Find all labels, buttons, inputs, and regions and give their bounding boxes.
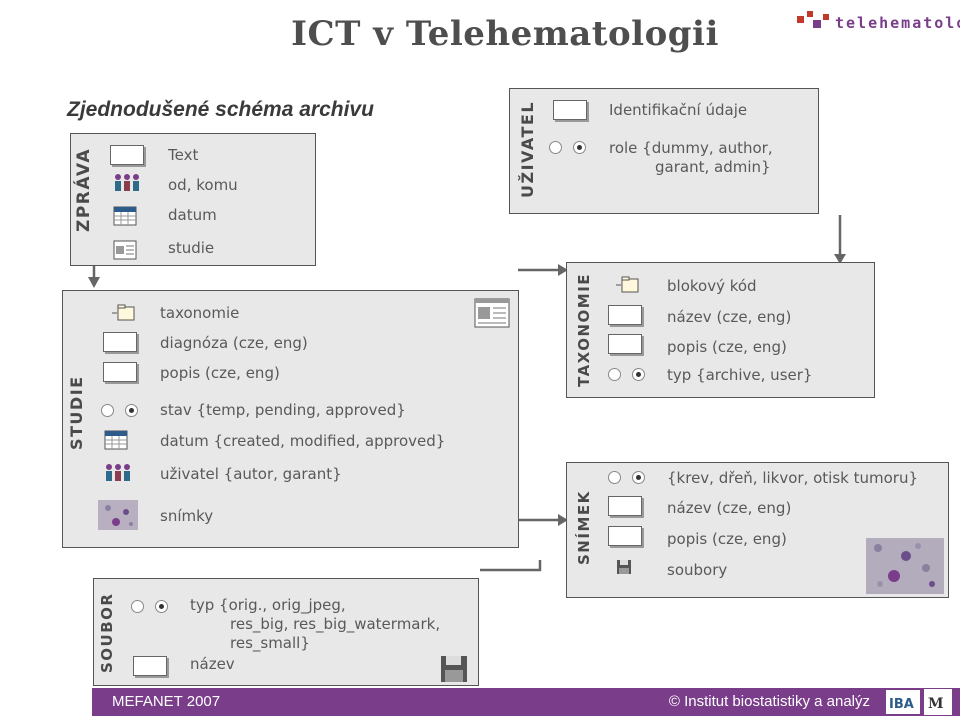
calendar-icon [113, 206, 137, 226]
taxonomie-label: TAXONOMIE [575, 272, 593, 388]
uzivatel-field-role: role {dummy, author, [609, 139, 773, 157]
nazev-field-icon [608, 496, 642, 516]
zprava-field-studie: studie [168, 239, 215, 257]
telehematologie-logo: telehematologie [795, 6, 960, 36]
uzivatel-label: UŽIVATEL [518, 100, 537, 198]
zprava-field-text: Text [168, 146, 199, 164]
snimek-field-soubory: soubory [667, 561, 728, 579]
studie-field-diagnoza: diagnóza (cze, eng) [160, 334, 308, 352]
document-large-icon [474, 298, 510, 328]
snimek-label: SNÍMEK [575, 490, 593, 565]
folder-icon [616, 276, 639, 293]
radio-icon [608, 368, 621, 381]
studie-field-uzivatel: uživatel {autor, garant} [160, 465, 342, 483]
floppy-disk-icon [441, 656, 467, 682]
radio-icon [549, 141, 562, 154]
svg-text:IBA: IBA [889, 697, 914, 712]
nazev-field-icon [608, 305, 642, 325]
footer-left-text: MEFANET 2007 [112, 693, 221, 710]
users-icon [106, 464, 130, 481]
radio-icon [101, 404, 114, 417]
popis-field-icon [103, 362, 137, 382]
identifikace-field-icon [553, 100, 587, 120]
diagnoza-field-icon [103, 332, 137, 352]
studie-field-snimky: snímky [160, 507, 214, 525]
radio-selected-icon [125, 404, 138, 417]
logo-text: telehematologie [835, 14, 960, 32]
uzivatel-field-identifikace: Identifikační údaje [609, 101, 748, 119]
taxonomie-field-kod: blokový kód [667, 277, 757, 295]
radio-selected-icon [573, 141, 586, 154]
footer-bar: MEFANET 2007 © Institut biostatistiky a … [92, 688, 960, 716]
zprava-field-datum: datum [168, 206, 217, 224]
nazev-field-icon [133, 656, 167, 676]
zprava-field-od-komu: od, komu [168, 176, 238, 194]
radio-selected-icon [632, 368, 645, 381]
studie-field-stav: stav {temp, pending, approved} [160, 401, 406, 419]
svg-text:M: M [928, 696, 944, 712]
radio-icon [608, 471, 621, 484]
soubor-field-typ-cont-2: res_small} [230, 634, 310, 652]
zprava-label: ZPRÁVA [74, 147, 94, 233]
uzivatel-field-role-cont: garant, admin} [655, 158, 771, 176]
snimek-field-nazev: název (cze, eng) [667, 499, 792, 517]
footer-right-text: © Institut biostatistiky a analýz [668, 693, 870, 710]
snimek-field-popis: popis (cze, eng) [667, 530, 787, 548]
iba-logo-icon: IBA [886, 690, 920, 714]
soubor-field-typ-cont-1: res_big, res_big_watermark, [230, 615, 441, 633]
microscope-image-icon [866, 538, 944, 594]
taxonomie-field-popis: popis (cze, eng) [667, 338, 787, 356]
microscope-image-icon [98, 500, 138, 530]
studie-field-datum: datum {created, modified, approved} [160, 432, 446, 450]
studie-field-taxonomie: taxonomie [160, 304, 240, 322]
popis-field-icon [608, 526, 642, 546]
radio-selected-icon [155, 600, 168, 613]
document-icon [113, 240, 137, 260]
popis-field-icon [608, 334, 642, 354]
soubor-label: SOUBOR [98, 592, 116, 673]
studie-box [62, 290, 519, 548]
schema-subtitle: Zjednodušené schéma archivu [67, 98, 374, 121]
users-icon [115, 174, 139, 191]
floppy-disk-icon [617, 560, 631, 574]
folder-icon [112, 304, 135, 321]
page-title: ICT v Telehematologii [291, 14, 719, 54]
soubor-field-nazev: název [190, 655, 235, 673]
studie-field-popis: popis (cze, eng) [160, 364, 280, 382]
calendar-icon [104, 430, 128, 450]
snimek-field-typ: {krev, dřeň, likvor, otisk tumoru} [667, 469, 919, 487]
connector-snimek-soubor [480, 560, 542, 572]
text-field-icon [110, 145, 144, 165]
taxonomie-field-nazev: název (cze, eng) [667, 308, 792, 326]
radio-icon [131, 600, 144, 613]
studie-label: STUDIE [67, 375, 86, 451]
taxonomie-field-typ: typ {archive, user} [667, 366, 813, 384]
soubor-field-typ: typ {orig., orig_jpeg, [190, 596, 346, 614]
logo-mark-icon [797, 11, 829, 28]
radio-selected-icon [632, 471, 645, 484]
mu-logo-icon: M [924, 689, 952, 715]
